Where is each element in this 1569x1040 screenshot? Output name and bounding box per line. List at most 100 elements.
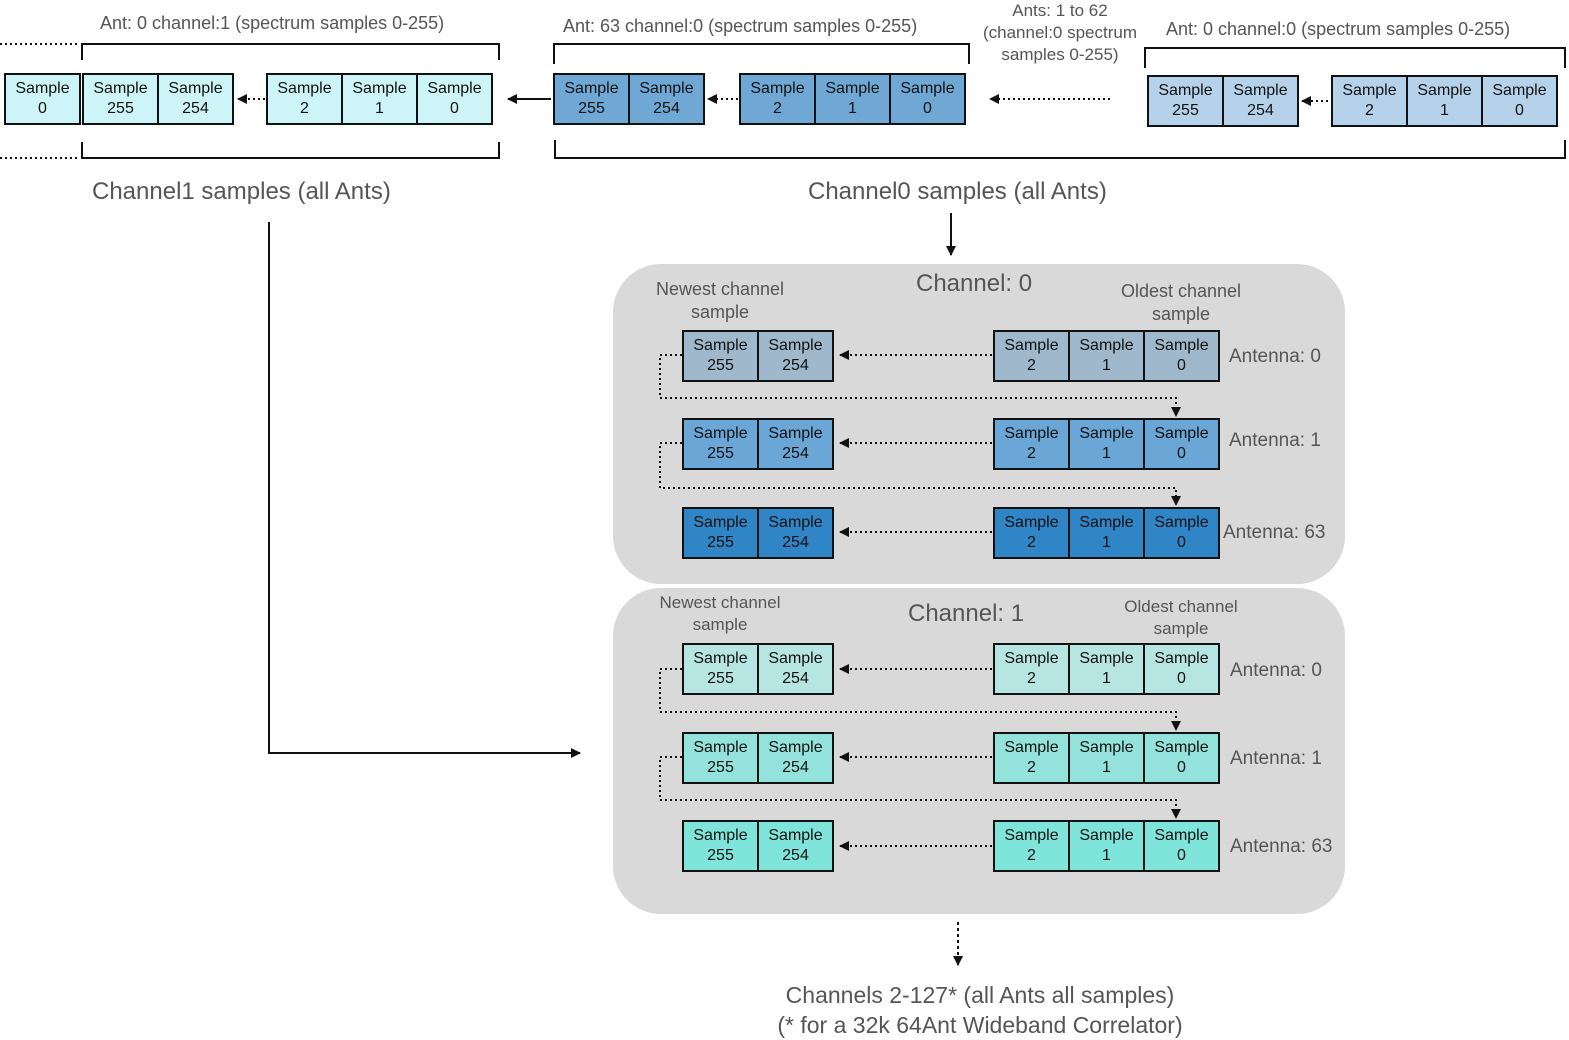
bracket-channel1-top [0, 43, 500, 159]
panel1-antenna-63: Antenna: 63 [1230, 836, 1333, 857]
sample-number: 255 [1172, 102, 1199, 119]
sample-number: 1 [1102, 534, 1111, 551]
panel0-antenna-63: Antenna: 63 [1223, 522, 1326, 543]
sample-word: Sample [1342, 82, 1397, 99]
sample-number: 254 [782, 445, 809, 462]
sample-word: Sample [825, 80, 880, 97]
sample-number: 1 [1440, 102, 1449, 119]
sample-number: 255 [707, 534, 734, 551]
panel1-newest-line-2: sample [692, 615, 748, 634]
sample-number: 0 [1177, 357, 1186, 374]
channel0-caption: Channel0 samples (all Ants) [808, 178, 1107, 205]
sample-number: 2 [1027, 759, 1036, 776]
arrow-channel1-route [268, 222, 581, 758]
sample-word: Sample [768, 425, 823, 442]
panel0-oldest-label: Oldest channel sample [1101, 280, 1261, 326]
sample-box: Sample 254 [757, 643, 834, 695]
sample-box: Sample 2 [993, 330, 1070, 382]
sample-box: Sample 2 [993, 732, 1070, 784]
sample-word: Sample [693, 827, 748, 844]
sample-number: 0 [923, 100, 932, 117]
sample-word: Sample [1004, 827, 1059, 844]
sample-box: Sample 0 [1143, 732, 1220, 784]
sample-number: 2 [1027, 670, 1036, 687]
sample-word: Sample [1154, 739, 1209, 756]
sample-word: Sample [1417, 82, 1472, 99]
sample-box: Sample 1 [1406, 75, 1483, 127]
sample-number: 254 [653, 100, 680, 117]
sample-number: 0 [1177, 534, 1186, 551]
sample-number: 254 [1247, 102, 1274, 119]
sample-number: 255 [107, 100, 134, 117]
ants-mid-line-1: Ants: 1 to 62 [1012, 1, 1108, 20]
sample-word: Sample [768, 337, 823, 354]
sample-word: Sample [1154, 337, 1209, 354]
ants-mid-line-2: (channel:0 spectrum [982, 23, 1138, 42]
panel1-oldest-line-2: sample [1153, 619, 1209, 638]
sample-number: 254 [782, 759, 809, 776]
bracket-channel0-bottom [554, 140, 1566, 159]
sample-word: Sample [768, 514, 823, 531]
panel0-title: Channel: 0 [916, 270, 1033, 297]
sample-word: Sample [768, 739, 823, 756]
sample-box: Sample 254 [757, 507, 834, 559]
sample-number: 1 [1102, 445, 1111, 462]
sample-number: 0 [1177, 670, 1186, 687]
sample-word: Sample [693, 425, 748, 442]
panel0-antenna-1: Antenna: 1 [1229, 430, 1321, 451]
sample-word: Sample [1079, 650, 1134, 667]
bracket-ant63 [553, 43, 970, 64]
sample-word: Sample [277, 80, 332, 97]
sample-number: 255 [578, 100, 605, 117]
sample-word: Sample [639, 80, 694, 97]
sample-word: Sample [1004, 514, 1059, 531]
sample-number: 254 [782, 534, 809, 551]
footer-line-1: Channels 2-127* (all Ants all samples) [785, 982, 1175, 1008]
sample-word: Sample [1004, 739, 1059, 756]
sample-number: 2 [1027, 534, 1036, 551]
panel0-oldest-line-1: Oldest channel [1120, 281, 1242, 301]
sample-word: Sample [1004, 425, 1059, 442]
sample-word: Sample [768, 650, 823, 667]
panel0-newest-label: Newest channel sample [640, 278, 800, 324]
sample-box: Sample 2 [993, 507, 1070, 559]
sample-box: Sample 254 [628, 73, 705, 125]
sample-number: 254 [782, 670, 809, 687]
sample-number: 0 [1177, 759, 1186, 776]
ants-mid-line-3: samples 0-255) [1001, 45, 1119, 64]
sample-word: Sample [1233, 82, 1288, 99]
sample-word: Sample [1079, 337, 1134, 354]
sample-number: 1 [1102, 759, 1111, 776]
bracket-ant0-label: Ant: 0 channel:0 (spectrum samples 0-255… [1166, 19, 1511, 39]
sample-number: 254 [782, 847, 809, 864]
sample-number: 1 [1102, 357, 1111, 374]
sample-word: Sample [168, 80, 223, 97]
sample-number: 0 [1177, 847, 1186, 864]
sample-word: Sample [1004, 337, 1059, 354]
sample-word: Sample [1079, 514, 1134, 531]
channel1-caption: Channel1 samples (all Ants) [92, 178, 391, 205]
sample-number: 0 [38, 100, 47, 117]
sample-box: Sample 254 [1222, 75, 1299, 127]
sample-number: 0 [1515, 102, 1524, 119]
sample-number: 2 [1027, 357, 1036, 374]
